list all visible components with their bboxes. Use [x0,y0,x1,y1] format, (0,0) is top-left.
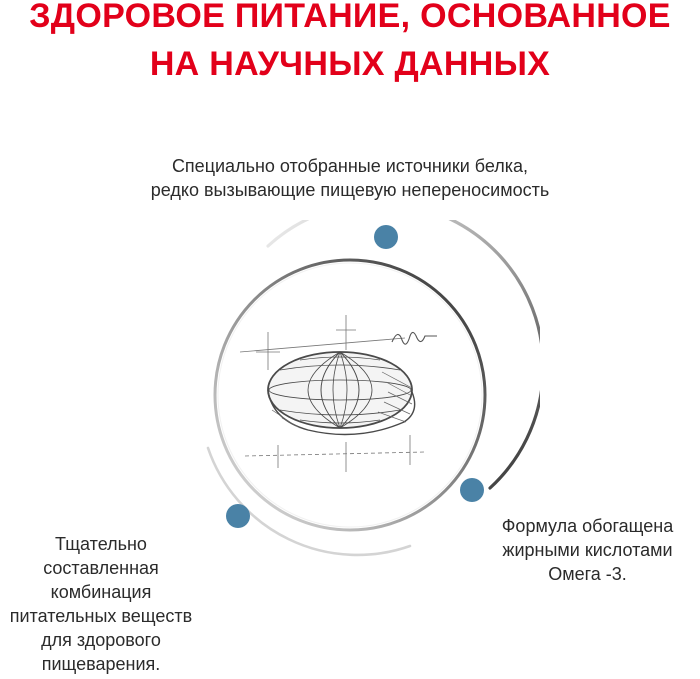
accent-dot-right [460,478,484,502]
outer-ring-arc-bottom [206,446,412,557]
headline-line-2: НА НАУЧНЫХ ДАННЫХ [149,45,551,83]
feature-digestion-line-1: Тщательно [55,534,147,554]
feature-omega3-line-2: жирными кислотами [502,540,673,560]
headline: ЗДОРОВОЕ ПИТАНИЕ, ОСНОВАННОЕ НА НАУЧНЫХ … [0,0,700,88]
feature-omega3-line-3: Омега -3. [548,564,627,584]
feature-omega3-line-1: Формула обогащена [501,516,674,536]
accent-dot-top [374,225,398,249]
feature-protein-sources: Специально отобранные источники белка, р… [100,154,600,202]
feature-digestion-line-5: для здорового [41,630,161,650]
feature-digestion-line-2: составленная [43,558,159,578]
inner-ring-highlight [217,262,483,528]
feature-protein-line-2: редко вызывающие пищевую непереносимость [150,180,550,200]
feature-digestion: Тщательно составленная комбинация питате… [0,532,202,676]
feature-digestion-line-6: пищеварения. [41,654,161,674]
inner-ring [213,258,487,532]
headline-line-1: ЗДОРОВОЕ ПИТАНИЕ, ОСНОВАННОЕ [29,0,671,35]
accent-dot-left [226,504,250,528]
feature-protein-line-1: Специально отобранные источники белка, [171,156,529,176]
ring-diagram [206,220,540,557]
feature-digestion-line-3: комбинация [50,582,152,602]
outer-ring-arc-top [266,220,540,490]
feature-omega3: Формула обогащена жирными кислотами Омег… [475,514,700,586]
kibble-sketch-icon [239,315,437,472]
feature-digestion-line-4: питательных веществ [9,606,193,626]
